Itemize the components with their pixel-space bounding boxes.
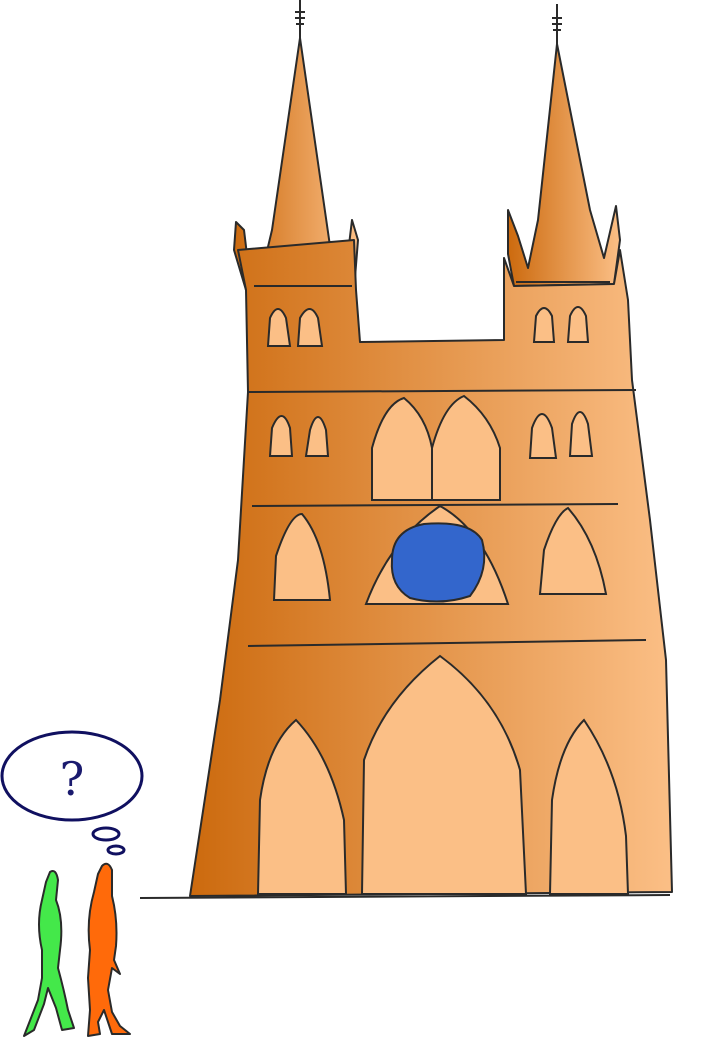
band-line-2 bbox=[247, 389, 637, 393]
person-orange bbox=[87, 862, 131, 1037]
tower-windows-upper bbox=[266, 306, 590, 347]
thought-bubble-icon: ? bbox=[0, 730, 144, 856]
portals bbox=[256, 654, 630, 895]
tower-windows-middle bbox=[268, 394, 594, 501]
right-finial bbox=[552, 4, 562, 44]
person-green bbox=[23, 870, 75, 1037]
ground-line bbox=[139, 894, 671, 899]
left-finial bbox=[295, 0, 305, 38]
right-spire bbox=[507, 43, 621, 287]
band-line-1 bbox=[254, 281, 610, 287]
band-line-4 bbox=[247, 639, 647, 647]
rose-window bbox=[390, 522, 486, 603]
cathedral-icon bbox=[189, 0, 673, 897]
thought-question-mark: ? bbox=[60, 752, 85, 806]
band-line-3 bbox=[251, 503, 619, 507]
